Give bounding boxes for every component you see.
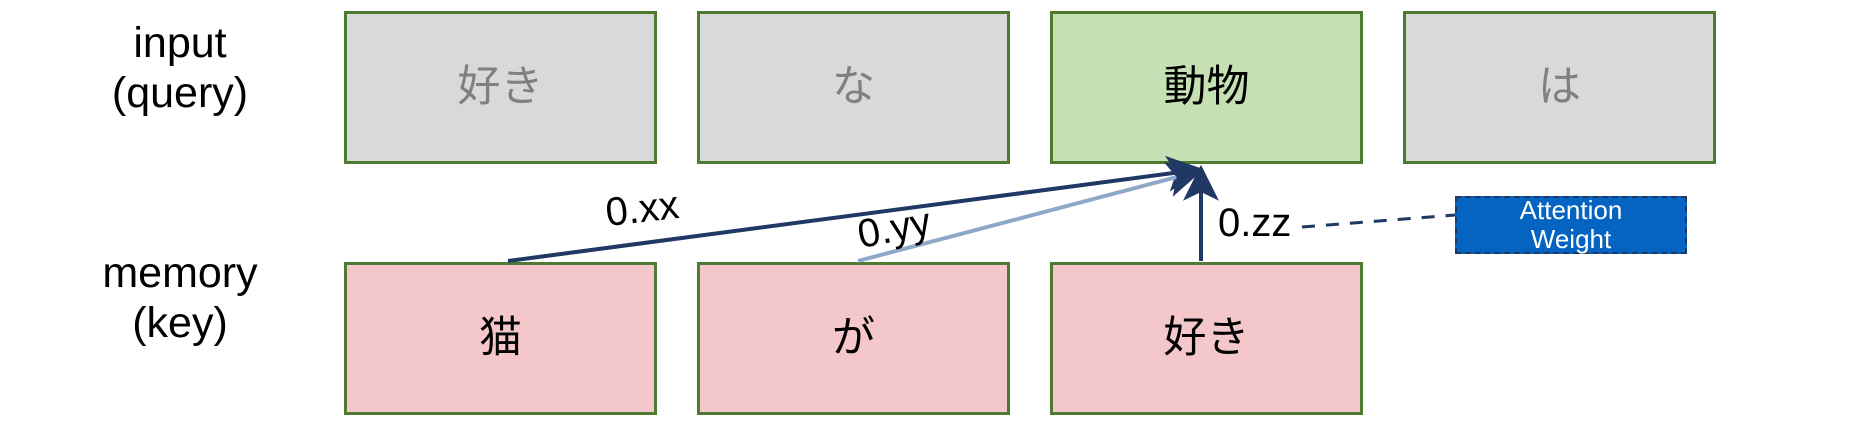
row-label-input-line1: input — [133, 19, 227, 67]
weight-label-0xx: 0.xx — [603, 182, 682, 235]
weight-label-0yy: 0.yy — [853, 199, 935, 257]
attention-weight-callout-line2: Weight — [1530, 224, 1612, 254]
callout-leader-line — [1301, 213, 1456, 229]
memory-token-box-2[interactable]: が — [697, 262, 1010, 415]
attention-weight-callout-line1: Attention — [1519, 195, 1623, 225]
input-token-box-4[interactable]: は — [1403, 11, 1716, 164]
row-label-input: input (query) — [40, 18, 320, 118]
input-token-box-2[interactable]: な — [697, 11, 1010, 164]
attention-weight-callout: Attention Weight — [1455, 196, 1687, 254]
row-label-input-line2: (query) — [111, 69, 249, 117]
row-label-memory-line1: memory — [102, 249, 258, 297]
row-label-memory: memory (key) — [40, 248, 320, 348]
weight-label-0zz: 0.zz — [1218, 201, 1292, 245]
memory-token-box-3[interactable]: 好き — [1050, 262, 1363, 415]
row-label-memory-line2: (key) — [132, 299, 228, 347]
input-token-box-1[interactable]: 好き — [344, 11, 657, 164]
memory-token-box-1[interactable]: 猫 — [344, 262, 657, 415]
input-token-box-3[interactable]: 動物 — [1050, 11, 1363, 164]
